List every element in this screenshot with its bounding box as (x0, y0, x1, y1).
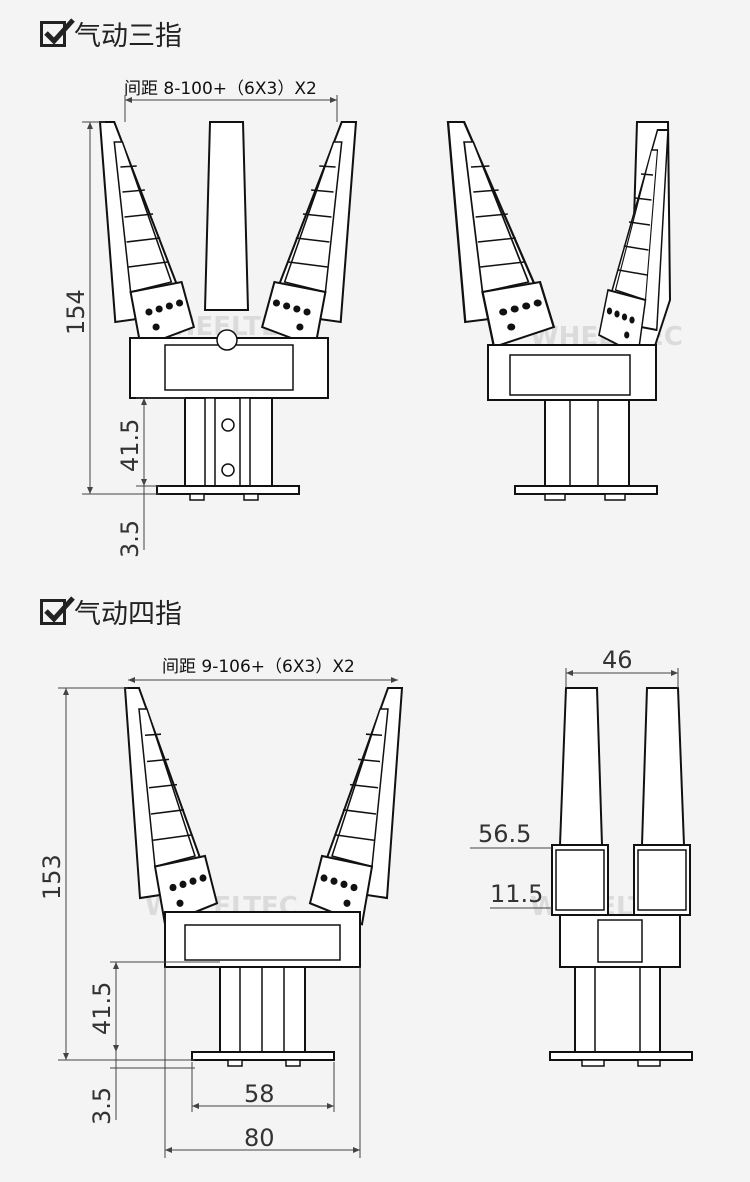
three-finger-side-view (446, 120, 672, 501)
dim-width-top: 46 (602, 646, 633, 674)
dim-height-plate: 3.5 (116, 520, 144, 558)
dim-height-total: 153 (38, 854, 66, 900)
span-label: 间距 9-106+（6X3）X2 (162, 657, 355, 677)
dim-height-cylinder: 41.5 (88, 982, 116, 1035)
dim-height-cylinder: 41.5 (116, 419, 144, 472)
checkbox-icon (40, 595, 75, 625)
section-title-three-finger: 气动三指 (40, 14, 182, 53)
dim-height-total: 154 (62, 289, 90, 335)
dim-height-plate: 3.5 (88, 1087, 116, 1125)
four-finger-side-view: 46 56.5 11.5 (470, 646, 693, 1067)
section-title-text: 气动三指 (74, 21, 182, 52)
four-finger-front-view: 间距 9-106+（6X3）X2 153 41.5 3.5 58 80 (38, 657, 404, 1158)
dim-width-inner: 58 (244, 1080, 275, 1108)
three-finger-front-view: 间距 8-100+（6X3）X2 154 41.5 3.5 (62, 79, 358, 558)
dim-width-outer: 80 (244, 1124, 275, 1152)
section-title-text: 气动四指 (74, 599, 182, 630)
span-label: 间距 8-100+（6X3）X2 (124, 79, 317, 99)
dim-height-b: 11.5 (490, 880, 543, 908)
dim-height-a: 56.5 (478, 820, 531, 848)
section-title-four-finger: 气动四指 (40, 592, 182, 631)
checkbox-icon (40, 17, 75, 47)
